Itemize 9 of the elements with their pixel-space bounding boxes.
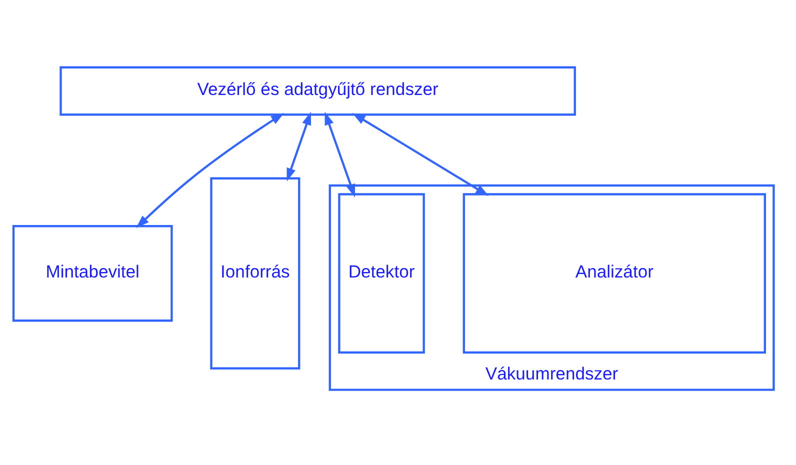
node-box: Mintabevitel	[12, 224, 173, 322]
node-box: Detektor	[338, 192, 425, 354]
node-box: Ionforrás	[210, 176, 300, 369]
arrow	[286, 111, 311, 181]
arrow	[136, 112, 284, 228]
node-box: Vezérlő és adatgyűjtő rendszer	[60, 66, 576, 116]
node-box: Analizátor	[462, 192, 766, 354]
arrow	[352, 112, 489, 196]
arrow	[324, 111, 356, 197]
